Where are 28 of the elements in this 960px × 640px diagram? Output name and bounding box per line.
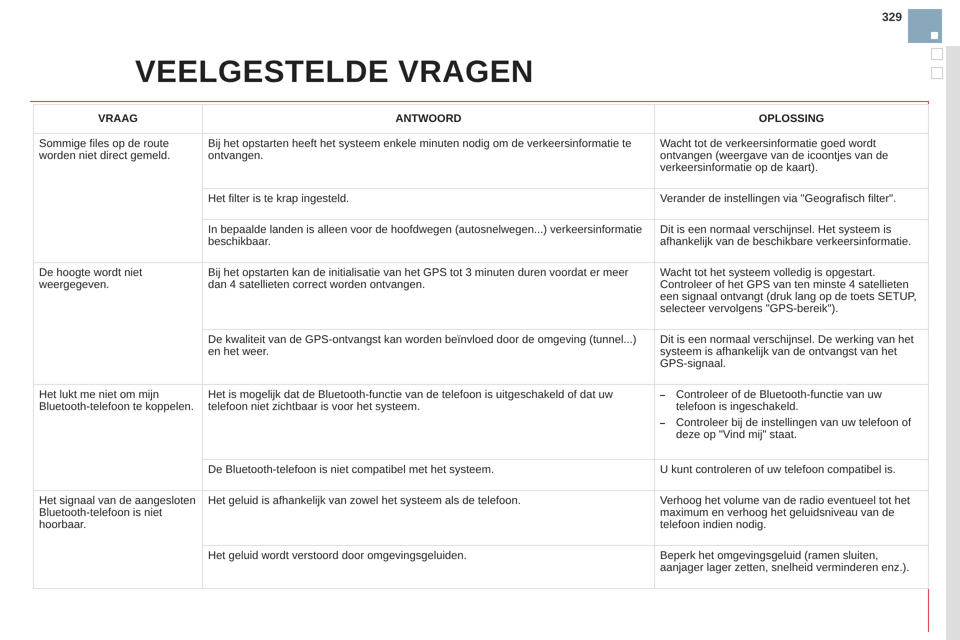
question-cell: De hoogte wordt niet weergegeven. [34,262,202,384]
solution-cell: Verander de instellingen via "Geografisch filter". [654,188,928,220]
solution-list-item: Controleer bij de instellingen van uw telefoon of deze op "Vind mij" staat. [676,417,912,441]
solution-cell: Verhoog het volume van de radio eventueel tot het maximum en verhoog het geluidsniveau van de telefoon indien nodig. [654,490,928,546]
answer-cell: Het is mogelijk dat de Bluetooth-functie van de telefoon is uitgeschakeld of dat uw telefoon niet zichtbaar is voor het systeem. [202,384,654,460]
question-cell: Het lukt me niet om mijn Bluetooth-telefoon te koppelen. [34,384,202,490]
answer-cell: Het geluid wordt verstoord door omgevingsgeluiden. [202,546,654,588]
question-cell: Het signaal van de aangesloten Bluetooth-telefoon is niet hoorbaar. [34,490,202,588]
solution-cell: U kunt controleren of uw telefoon compatibel is. [654,460,928,490]
answer-cell: De kwaliteit van de GPS-ontvangst kan worden beïnvloed door de omgeving (tunnel...) en het weer. [202,330,654,384]
answer-cell: Het geluid is afhankelijk van zowel het systeem als de telefoon. [202,490,654,546]
solution-cell: Dit is een normaal verschijnsel. De werking van het systeem is afhankelijk van de ontvangst van het GPS-signaal. [654,330,928,384]
question-cell: Sommige files op de route worden niet direct gemeld. [34,134,202,262]
page-number: 329 [882,10,902,24]
column-header: OPLOSSING [654,104,928,134]
solution-cell: Dit is een normaal verschijnsel. Het systeem is afhankelijk van de beschikbare verkeersinformatie. [654,220,928,262]
page-title: VEELGESTELDE VRAGEN [135,54,534,90]
solution-cell: Wacht tot de verkeersinformatie goed wordt ontvangen (weergave van de icoontjes van de verkeersinformatie op de kaart). [654,134,928,188]
solution-cell: Beperk het omgevingsgeluid (ramen sluiten, aanjager lager zetten, snelheid verminderen enz.). [654,546,928,588]
answer-cell: In bepaalde landen is alleen voor de hoofdwegen (autosnelwegen...) verkeersinformatie beschikbaar. [202,220,654,262]
answer-cell: Het filter is te krap ingesteld. [202,188,654,220]
answer-cell: Bij het opstarten kan de initialisatie van het GPS tot 3 minuten duren voordat er meer dan 4 satellieten correct worden ontvangen. [202,262,654,330]
solution-list-item: Controleer of de Bluetooth-functie van uw telefoon is ingeschakeld. [676,389,882,413]
column-header: ANTWOORD [202,104,654,134]
column-header: VRAAG [34,104,202,134]
solution-cell: Wacht tot het systeem volledig is opgestart. Controleer of het GPS van ten minste 4 satellieten een signaal ontvangt (druk lang op de toets SETUP, selecteer vervolgens "GPS-bereik"). [654,262,928,330]
answer-cell: Bij het opstarten heeft het systeem enkele minuten nodig om de verkeersinformatie te ontvangen. [202,134,654,188]
answer-cell: De Bluetooth-telefoon is niet compatibel met het systeem. [202,460,654,490]
